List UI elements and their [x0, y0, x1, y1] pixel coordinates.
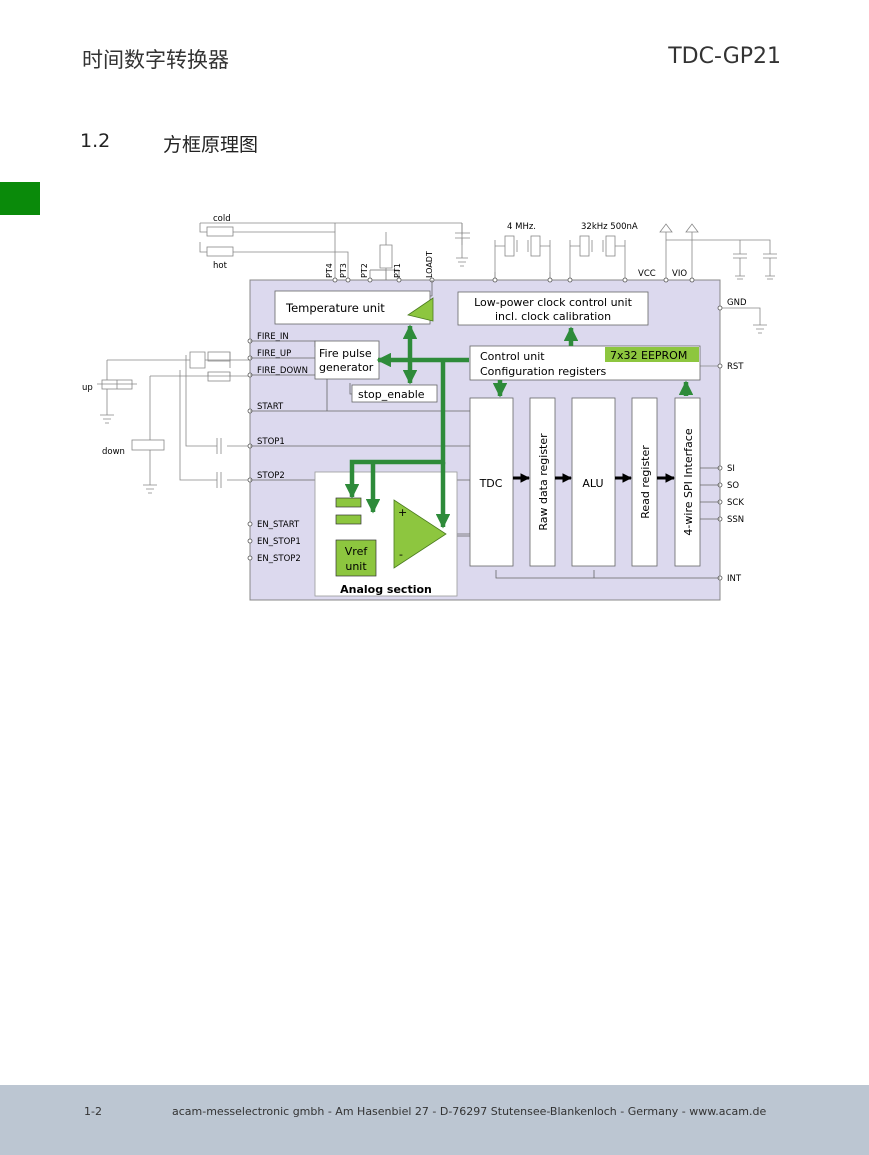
vref-line1: Vref: [345, 545, 369, 558]
raw-data-register-block: [529, 397, 556, 567]
analog-section-label: Analog section: [340, 583, 432, 596]
eeprom-label: 7x32 EEPROM: [610, 349, 687, 362]
vref-line2: unit: [345, 560, 367, 573]
pin-loadt: LOADT: [425, 251, 434, 278]
label-osc-4mhz: 4 MHz.: [507, 222, 536, 232]
analog-resistor-1: [335, 497, 362, 508]
spi-interface-label: 4-wire SPI Interface: [682, 428, 695, 535]
control-unit-line1: Control unit: [480, 350, 545, 363]
pin-fire-in: FIRE_IN: [257, 332, 289, 342]
pin-gnd: GND: [727, 298, 747, 308]
clock-control-line2: incl. clock calibration: [495, 310, 611, 323]
footer-address: acam-messelectronic gmbh - Am Hasenbiel …: [172, 1105, 767, 1118]
pin-start: START: [257, 402, 284, 412]
external-wiring: [97, 222, 777, 494]
temperature-unit-block: [274, 290, 431, 325]
label-up: up: [82, 383, 93, 393]
fire-pulse-line1: Fire pulse: [319, 347, 372, 360]
vref-unit-block: [335, 539, 377, 577]
footer-page-number: 1-2: [84, 1105, 102, 1118]
header-product: TDC-GP21: [668, 44, 781, 69]
pin-pt3: PT3: [339, 263, 348, 278]
label-hot: hot: [213, 261, 228, 271]
control-unit-line2: Configuration registers: [480, 365, 607, 378]
pin-vcc: VCC: [638, 269, 656, 279]
label-down: down: [102, 447, 125, 457]
read-register-block: [631, 397, 658, 567]
pin-fire-up: FIRE_UP: [257, 349, 291, 359]
pin-vio: VIO: [672, 269, 687, 279]
tdc-block: [469, 397, 514, 567]
block-diagram: Temperature unit Low-power clock control…: [82, 214, 777, 601]
fire-pulse-line2: generator: [319, 361, 374, 374]
pin-si: SI: [727, 464, 735, 474]
comparator-plus: +: [398, 506, 407, 519]
comparator-minus: -: [399, 548, 403, 561]
clock-control-block: [457, 291, 649, 326]
stop-enable-block: [351, 384, 438, 403]
temperature-comparator: [407, 297, 434, 322]
pin-pt2: PT2: [360, 263, 369, 278]
tdc-label: TDC: [479, 477, 503, 490]
eeprom-block: [605, 347, 699, 362]
pin-stop1: STOP1: [257, 437, 285, 447]
pin-en-stop1: EN_STOP1: [257, 537, 301, 547]
alu-block: [571, 397, 616, 567]
read-register-label: Read register: [639, 445, 652, 519]
chapter-tab: [0, 182, 40, 215]
pin-rst: RST: [727, 362, 744, 372]
spi-interface-block: [674, 397, 701, 567]
alu-label: ALU: [582, 477, 603, 490]
control-bus: [344, 324, 694, 529]
temperature-unit-label: Temperature unit: [285, 301, 385, 315]
page-footer: 1-2 acam-messelectronic gmbh - Am Hasenb…: [0, 1085, 869, 1155]
section-title: 方框原理图: [163, 134, 259, 156]
analog-comparator: [393, 499, 447, 569]
header-title: 时间数字转换器: [82, 48, 229, 72]
section-number: 1.2: [80, 130, 111, 152]
pin-ssn: SSN: [727, 515, 744, 525]
stop-enable-label: stop_enable: [358, 388, 425, 401]
pin-en-start: EN_START: [257, 520, 300, 530]
pin-stop2: STOP2: [257, 471, 285, 481]
analog-resistor-2: [335, 514, 362, 525]
pin-sck: SCK: [727, 498, 744, 508]
pin-pt4: PT4: [325, 263, 334, 278]
pin-int: INT: [727, 574, 742, 584]
pin-pt1: PT1: [393, 263, 402, 278]
pin-so: SO: [727, 481, 739, 491]
label-cold: cold: [213, 214, 231, 224]
clock-control-line1: Low-power clock control unit: [474, 296, 633, 309]
label-osc-32khz: 32kHz 500nA: [581, 222, 638, 232]
pin-en-stop2: EN_STOP2: [257, 554, 301, 564]
raw-data-register-label: Raw data register: [537, 433, 550, 531]
pin-fire-down: FIRE_DOWN: [257, 366, 308, 376]
